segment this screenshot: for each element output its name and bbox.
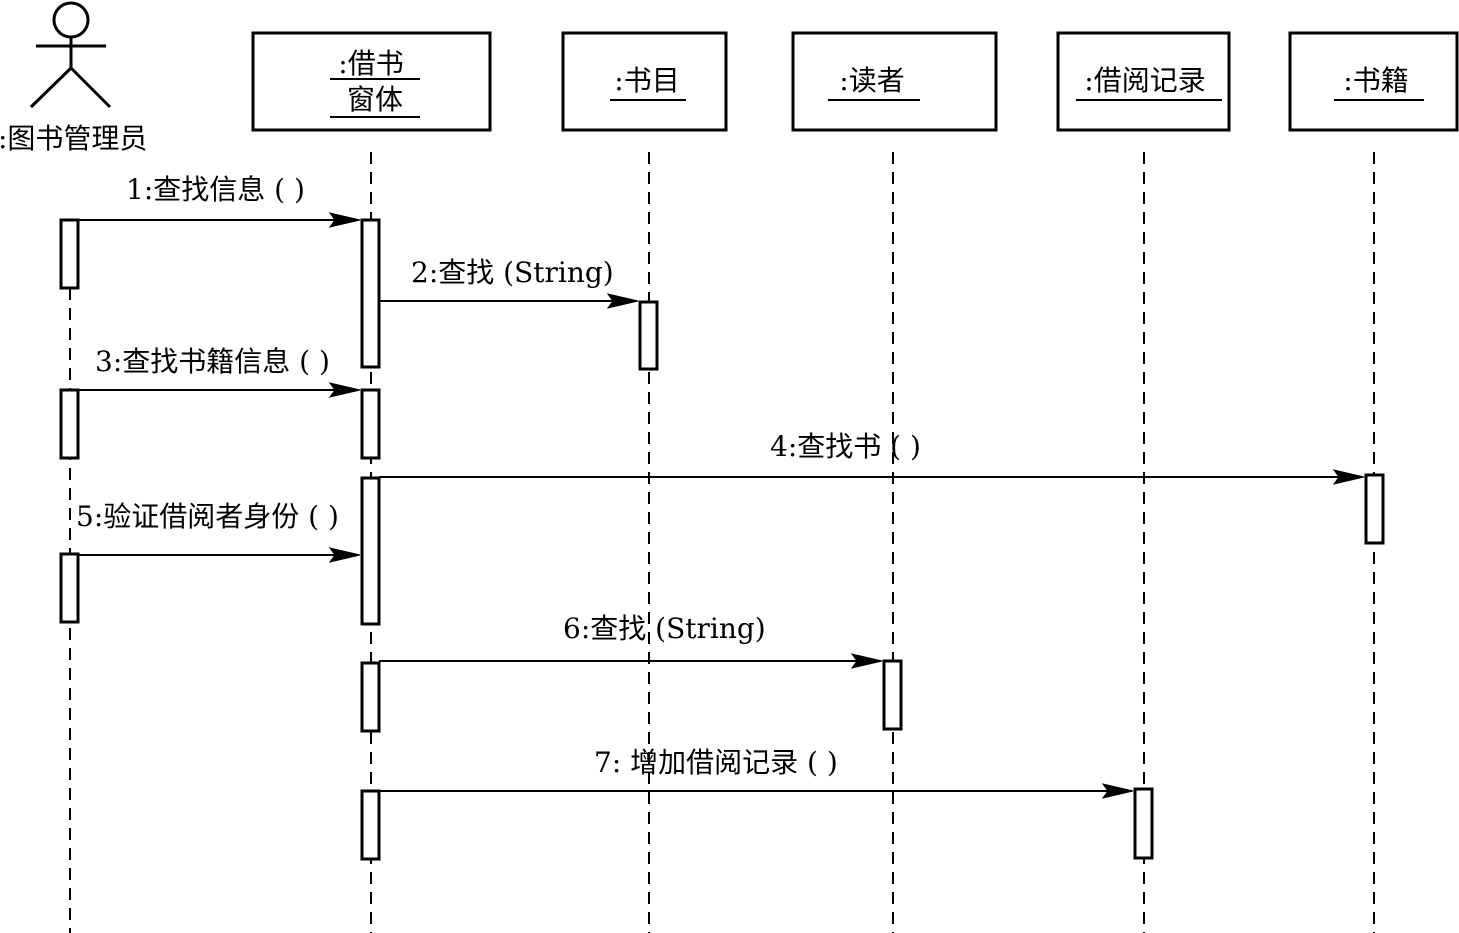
message-label: 6:查找 (String) [563, 612, 766, 645]
message-label: 2:查找 (String) [411, 256, 614, 289]
message-label: 4:查找书 ( ) [770, 430, 921, 463]
message-label: 7: 增加借阅记录 ( ) [594, 746, 838, 779]
actor-name: :图书管理员 [0, 122, 147, 155]
activation-actor-3 [59, 552, 80, 624]
participant-form-name-line-2: 窗体 [347, 83, 403, 116]
activation-reader [882, 659, 903, 731]
participant-book: :书籍 [1288, 31, 1459, 132]
message-label: 5:验证借阅者身份 ( ) [76, 500, 339, 533]
participant-catalog: :书目 [561, 31, 728, 132]
message-3: 3:查找书籍信息 ( ) [78, 345, 361, 398]
participant-form: :借书 窗体 [251, 31, 492, 132]
activation-form-1 [360, 218, 381, 369]
participant-reader: :读者 [791, 31, 998, 132]
message-1: 1:查找信息 ( ) [78, 173, 361, 228]
activation-form-3 [360, 476, 381, 626]
activation-catalog [638, 300, 659, 371]
activation-actor-2 [59, 388, 80, 460]
activation-form-4 [360, 661, 381, 733]
message-2: 2:查找 (String) [379, 256, 639, 309]
participant-reader-name: :读者 [839, 64, 904, 97]
activation-form-5 [360, 789, 381, 861]
message-5: 5:验证借阅者身份 ( ) [76, 500, 361, 563]
message-6: 6:查找 (String) [379, 612, 883, 669]
message-7: 7: 增加借阅记录 ( ) [379, 746, 1134, 799]
message-label: 1:查找信息 ( ) [126, 173, 305, 206]
message-4: 4:查找书 ( ) [379, 430, 1365, 485]
participant-form-name-line-1: :借书 [338, 47, 403, 80]
activation-actor-1 [59, 218, 80, 290]
activation-book [1364, 473, 1385, 545]
participant-book-name: :书籍 [1343, 64, 1408, 97]
stick-figure-actor-icon [29, 1, 112, 109]
participant-catalog-name: :书目 [614, 64, 679, 97]
activation-record [1133, 787, 1154, 860]
activation-form-2 [360, 388, 381, 460]
participant-record: :借阅记录 [1056, 31, 1231, 132]
participant-record-name: :借阅记录 [1084, 64, 1205, 97]
message-label: 3:查找书籍信息 ( ) [95, 345, 330, 378]
